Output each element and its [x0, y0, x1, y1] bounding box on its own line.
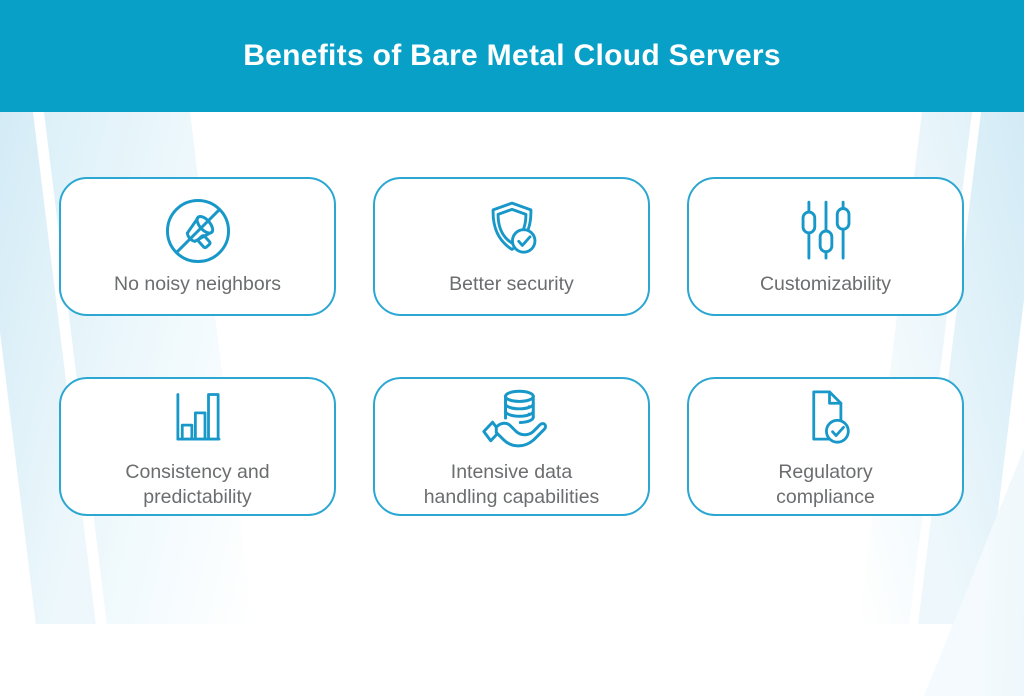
card-label: Customizability	[759, 273, 892, 295]
card-no-noisy-neighbors: No noisy neighbors	[59, 177, 336, 316]
card-regulatory-compliance: Regulatory compliance	[687, 377, 964, 516]
no-megaphone-icon	[161, 196, 235, 266]
card-label: Intensive data handling capabilities	[423, 460, 600, 508]
benefits-grid: No noisy neighbors Better security Custo	[59, 177, 964, 516]
card-label: Regulatory compliance	[776, 460, 875, 508]
data-in-hand-icon	[475, 384, 549, 454]
bar-chart-icon	[163, 384, 233, 454]
card-intensive-data-handling: Intensive data handling capabilities	[373, 377, 650, 516]
card-label: Better security	[449, 273, 574, 295]
shield-check-icon	[476, 196, 548, 266]
sliders-icon	[790, 196, 862, 266]
card-customizability: Customizability	[687, 177, 964, 316]
card-consistency-predictability: Consistency and predictability	[59, 377, 336, 516]
card-label: No noisy neighbors	[114, 273, 281, 295]
header-banner: Benefits of Bare Metal Cloud Servers	[0, 0, 1024, 112]
card-better-security: Better security	[373, 177, 650, 316]
document-check-icon	[791, 384, 861, 454]
card-label: Consistency and predictability	[125, 460, 270, 508]
page-title: Benefits of Bare Metal Cloud Servers	[243, 39, 781, 72]
